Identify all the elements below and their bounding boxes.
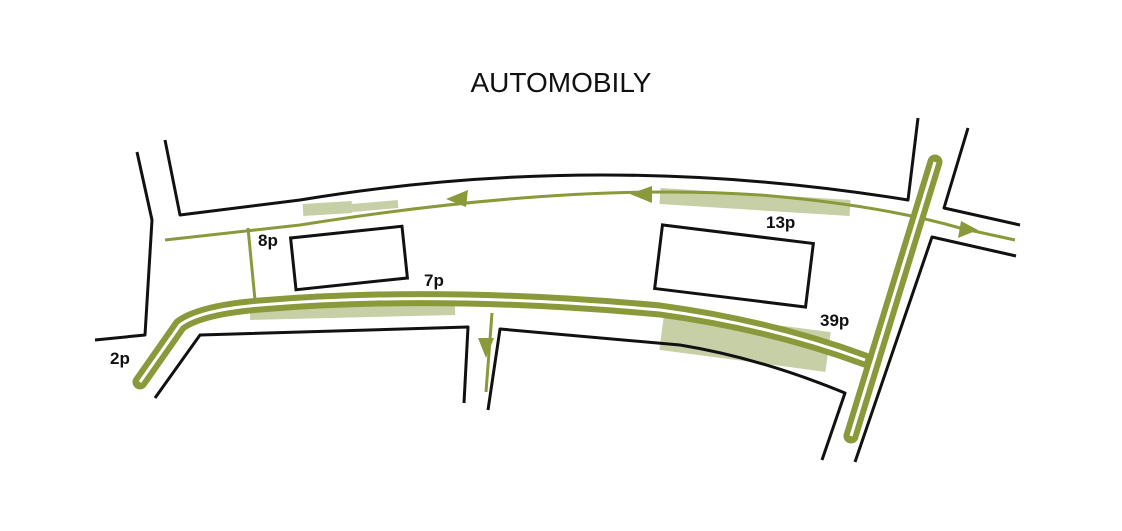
arrow-down-exit [478, 338, 494, 358]
label-left: 2p [110, 349, 130, 368]
heavy-flow-main-divider [138, 297, 866, 383]
arrow-left-top-2 [630, 186, 652, 203]
road-left-edge [94, 151, 154, 342]
parking-zone-top-left-1 [302, 201, 353, 216]
arrow-left-top-1 [446, 190, 468, 207]
flow-down-exit [484, 312, 494, 393]
road-top-edge [163, 117, 920, 217]
map-title: AUTOMOBILY [470, 67, 651, 98]
parking-zone-top-left-2 [351, 200, 399, 212]
traffic-flows-light [164, 190, 1016, 393]
flow-arrows [446, 186, 978, 358]
building-right [652, 223, 816, 309]
label-top-right: 13p [766, 213, 795, 232]
traffic-flows-heavy [132, 154, 943, 444]
flow-top [164, 190, 1016, 242]
road-right-edge-lower [853, 235, 1017, 463]
road-outlines [94, 117, 1021, 463]
flow-connector-left [246, 227, 257, 301]
parking-zone-top-right [659, 188, 851, 216]
label-middle: 7p [424, 271, 444, 290]
road-right-edge-upper [942, 127, 1021, 227]
road-bottom-left-edge [153, 325, 470, 404]
road-bottom-right-edge [486, 327, 847, 461]
arrow-right-exit [958, 221, 978, 238]
traffic-labels: 8p 13p 7p 39p 2p [110, 213, 849, 368]
heavy-flow-vertical-divider [849, 161, 937, 437]
buildings [288, 223, 816, 309]
parking-zone-right [659, 310, 831, 372]
label-right: 39p [820, 311, 849, 330]
building-left [288, 224, 410, 292]
parking-zones [249, 188, 851, 372]
label-top-left: 8p [258, 231, 278, 250]
parking-zone-middle [249, 301, 456, 320]
